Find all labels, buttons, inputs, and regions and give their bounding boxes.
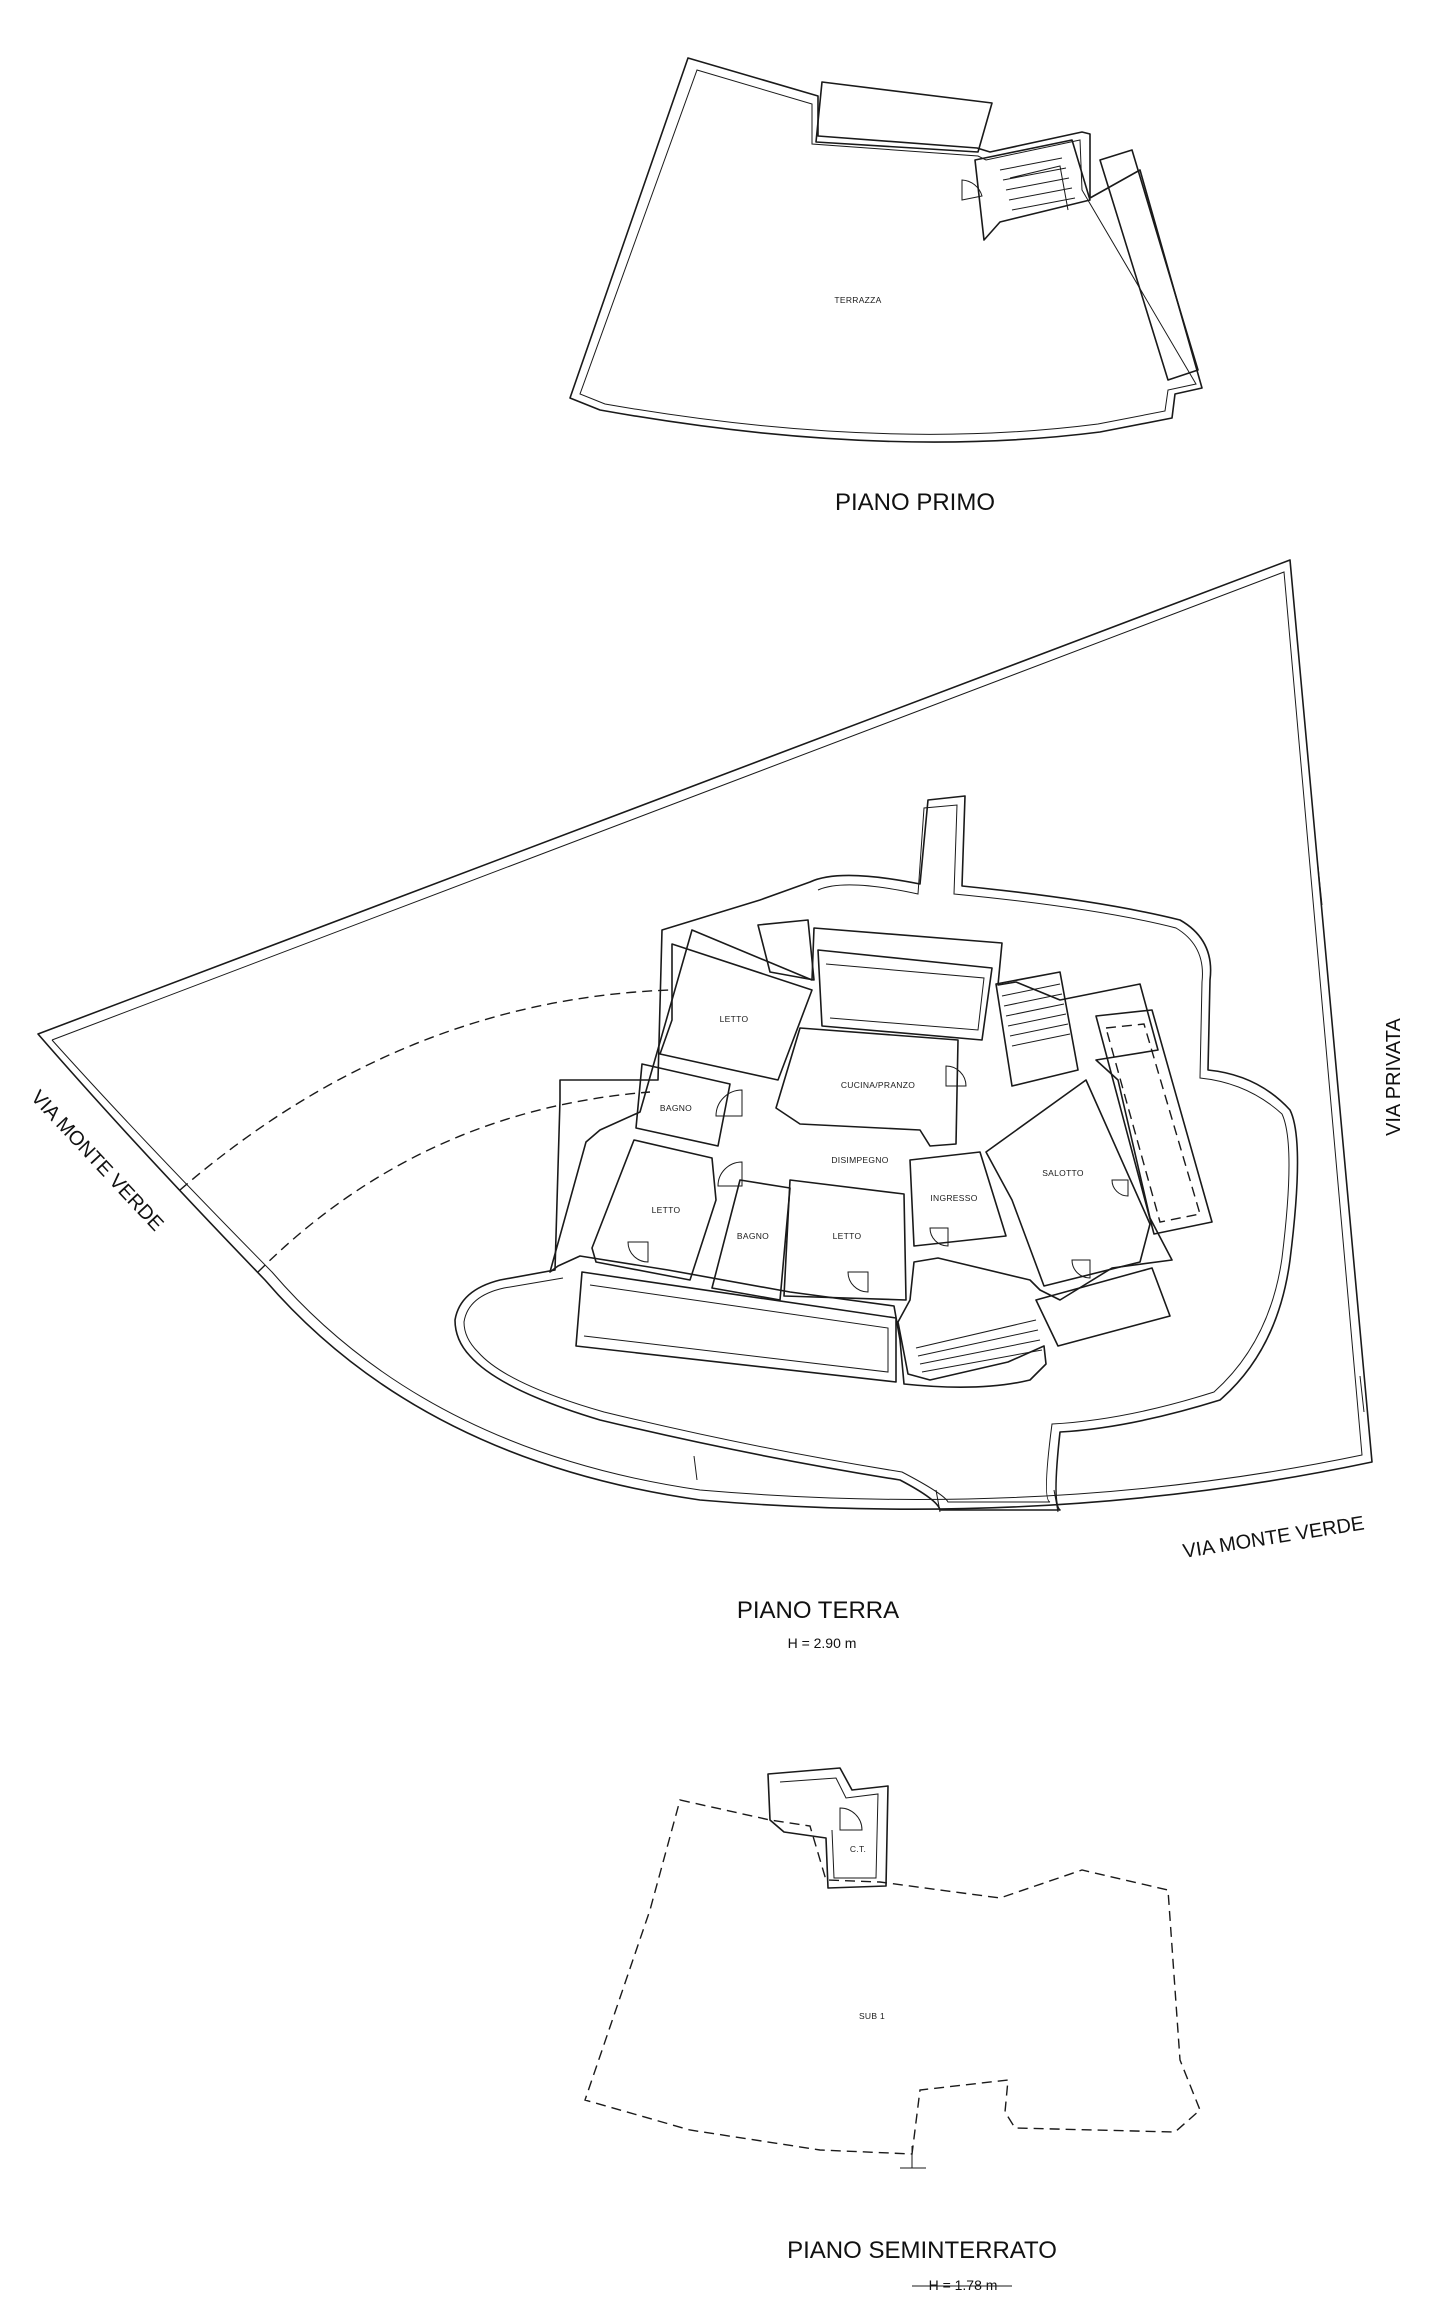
letto-top-room: [659, 943, 813, 1081]
sub1-label: SUB 1: [859, 2011, 885, 2021]
ct-label: C.T.: [850, 1844, 866, 1854]
ingresso-label: INGRESSO: [930, 1193, 977, 1203]
via-monte-verde-south: VIA MONTE VERDE: [1181, 1513, 1366, 1563]
lot-boundary: [37, 559, 1373, 1510]
piano-terra-height: H = 2.90 m: [788, 1635, 857, 1651]
bagno-left-room: [635, 1063, 731, 1147]
upper-room: [815, 81, 993, 153]
bagno-left-label: BAGNO: [660, 1103, 692, 1113]
stair-entry: [995, 971, 1079, 1087]
letto-mid-room: [783, 1179, 907, 1301]
via-privata: VIA PRIVATA: [1383, 1018, 1405, 1136]
piano-primo-title: PIANO PRIMO: [835, 489, 995, 516]
via-monte-verde-west: VIA MONTE VERDE: [26, 1086, 167, 1235]
ingresso-room: [909, 1151, 1007, 1247]
north-service: [757, 919, 815, 981]
cucina-annex: [817, 949, 993, 1041]
sub1-outline: [584, 1799, 1201, 2155]
salotto-label: SALOTTO: [1042, 1168, 1084, 1178]
bagno-mid-room: [711, 1179, 791, 1301]
piano-primo-plan: TERRAZZA PIANO PRIMO: [569, 57, 1203, 516]
piano-terra-title: PIANO TERRA: [737, 1597, 899, 1624]
cucina-label: CUCINA/PRANZO: [841, 1080, 915, 1090]
side-balcony: [1099, 149, 1199, 381]
terrazza-label: TERRAZZA: [834, 295, 881, 305]
letto-left-label: LETTO: [652, 1205, 681, 1215]
piano-seminterrato-title: PIANO SEMINTERRATO: [787, 2237, 1057, 2264]
letto-top-label: LETTO: [720, 1014, 749, 1024]
piano-terra-plan: LETTO BAGNO LETTO BAGNO LETTO CUCINA/PRA…: [26, 559, 1405, 1651]
east-loggia: [1095, 1009, 1213, 1235]
piano-seminterrato-height: H = 1.78 m: [929, 2277, 998, 2293]
letto-mid-label: LETTO: [833, 1231, 862, 1241]
cucina-room: [775, 1027, 959, 1147]
letto-left-room: [591, 1139, 717, 1281]
garden-walkway: [454, 795, 1299, 1511]
driveway-inner-edge: [257, 1091, 651, 1273]
disimpegno-label: DISIMPEGNO: [831, 1155, 888, 1165]
piano-seminterrato-plan: C.T. SUB 1 PIANO SEMINTERRATO H = 1.78 m: [584, 1767, 1201, 2293]
portico-east: [1035, 1267, 1171, 1347]
stairwell: [974, 139, 1091, 241]
ct-room: [767, 1767, 889, 1889]
salotto-room: [985, 1079, 1151, 1287]
bagno-mid-label: BAGNO: [737, 1231, 769, 1241]
house-outer-wall: [549, 927, 1173, 1388]
terrazza-outline: [569, 57, 1203, 443]
portico-south: [575, 1271, 897, 1383]
driveway-outer-edge: [179, 989, 671, 1191]
